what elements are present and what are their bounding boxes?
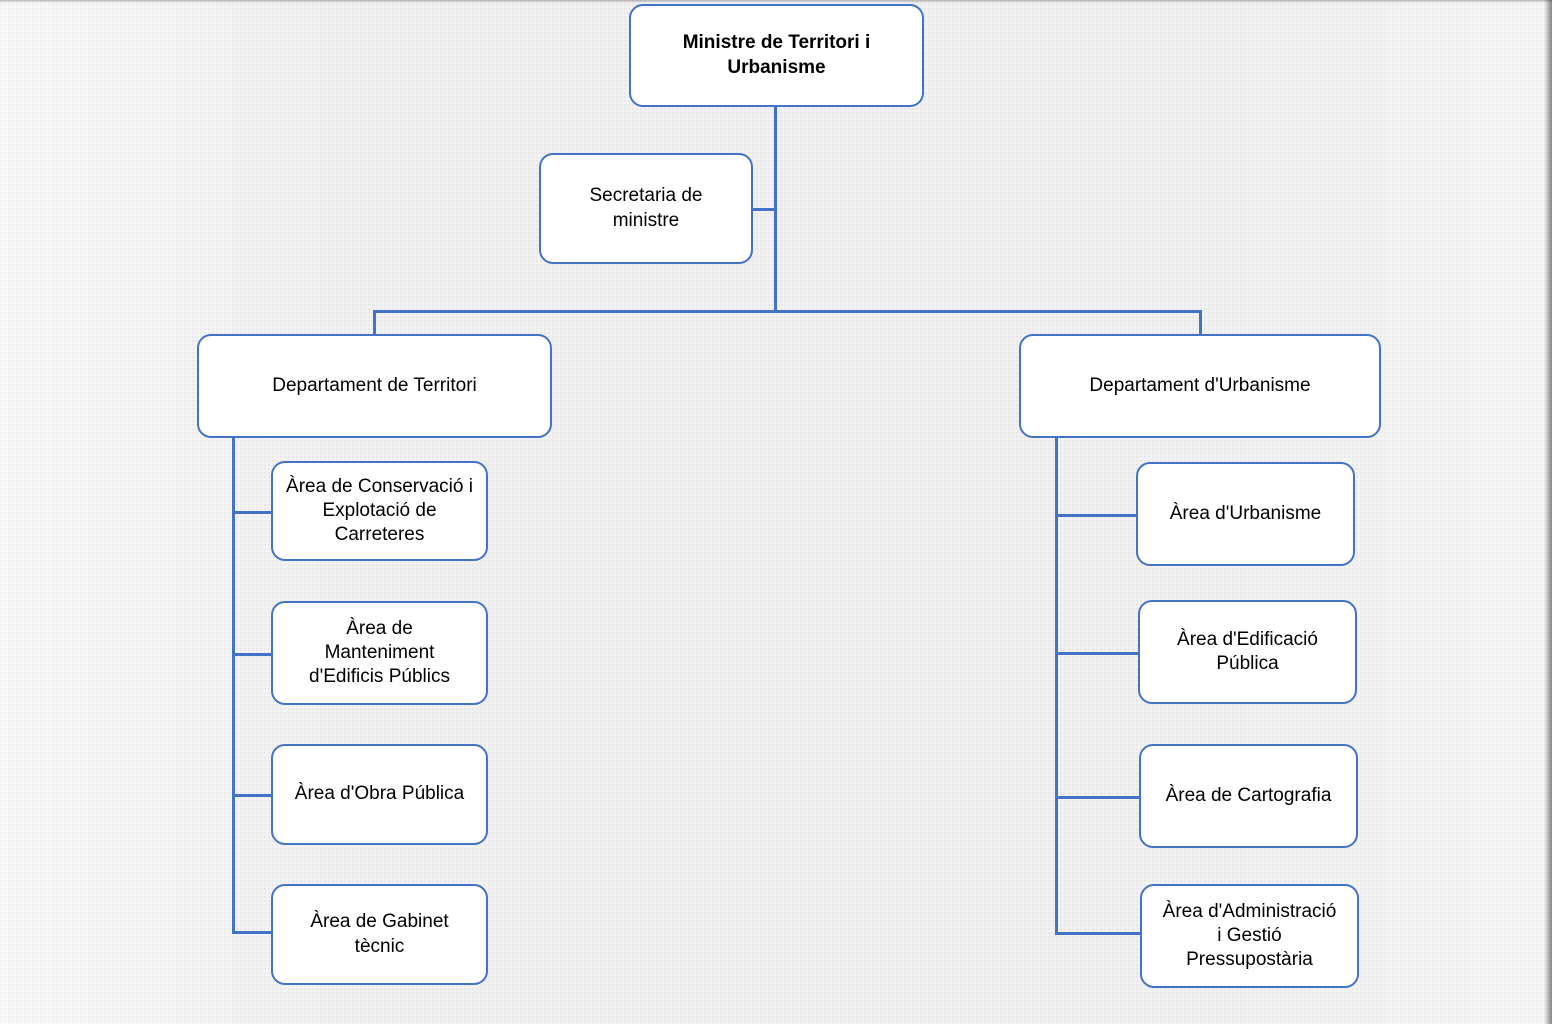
node-minister-label: Ministre de Territori i Urbanisme (682, 32, 871, 78)
node-area-edificacio-publica[interactable]: Àrea d'Edificació Pública (1138, 600, 1357, 704)
node-assistant-secretary[interactable]: Secretaria de ministre (539, 153, 753, 264)
node-assistant-secretary-label: Secretaria de ministre (589, 185, 703, 231)
right-edge-shading (1544, 0, 1552, 1024)
node-area-gabinet-tecnic-label: Àrea de Gabinet tècnic (310, 911, 449, 957)
node-area-obra-publica-label: Àrea d'Obra Pública (294, 783, 465, 805)
node-department-urbanisme[interactable]: Departament d'Urbanisme (1019, 334, 1381, 438)
connector-drop-territori (373, 310, 376, 335)
node-area-manteniment-edificis-publics-label: Àrea de Manteniment d'Edificis Públics (309, 617, 450, 688)
node-area-conservacio-explotacio-carreteres[interactable]: Àrea de Conservació i Explotació de Carr… (271, 461, 488, 561)
connector-split-bar (373, 310, 1202, 313)
node-area-urbanisme[interactable]: Àrea d'Urbanisme (1136, 462, 1355, 566)
node-department-territori-label: Departament de Territori (272, 374, 477, 396)
node-area-gabinet-tecnic[interactable]: Àrea de Gabinet tècnic (271, 884, 488, 985)
connector-spine-territori (232, 438, 235, 931)
connector-stub-urbanisme-2 (1055, 652, 1140, 655)
node-area-edificacio-publica-label: Àrea d'Edificació Pública (1177, 628, 1318, 674)
node-area-administracio-gestio-pressupostaria[interactable]: Àrea d'Administració i Gestió Pressupost… (1140, 884, 1359, 988)
node-area-obra-publica[interactable]: Àrea d'Obra Pública (271, 744, 488, 845)
node-area-manteniment-edificis-publics[interactable]: Àrea de Manteniment d'Edificis Públics (271, 601, 488, 705)
connector-stub-territori-2 (232, 653, 272, 656)
connector-stub-territori-1 (232, 511, 272, 514)
node-area-conservacio-explotacio-carreteres-label: Àrea de Conservació i Explotació de Carr… (286, 475, 473, 546)
node-department-urbanisme-label: Departament d'Urbanisme (1089, 374, 1311, 396)
node-department-territori[interactable]: Departament de Territori (197, 334, 552, 438)
connector-stub-urbanisme-3 (1055, 796, 1140, 799)
connector-stub-urbanisme-1 (1055, 514, 1140, 517)
node-area-urbanisme-label: Àrea d'Urbanisme (1169, 502, 1322, 524)
top-edge-shading (0, 0, 1552, 3)
connector-stub-urbanisme-4 (1055, 932, 1140, 935)
node-area-cartografia[interactable]: Àrea de Cartografia (1139, 744, 1358, 848)
connector-spine-urbanisme (1055, 438, 1058, 932)
node-area-cartografia-label: Àrea de Cartografia (1165, 784, 1332, 806)
connector-assistant-stub (752, 208, 776, 211)
connector-stub-territori-3 (232, 794, 272, 797)
connector-stub-territori-4 (232, 931, 272, 934)
node-minister[interactable]: Ministre de Territori i Urbanisme (629, 4, 924, 107)
node-area-administracio-gestio-pressupostaria-label: Àrea d'Administració i Gestió Pressupost… (1162, 900, 1337, 971)
connector-drop-urbanisme (1199, 310, 1202, 335)
